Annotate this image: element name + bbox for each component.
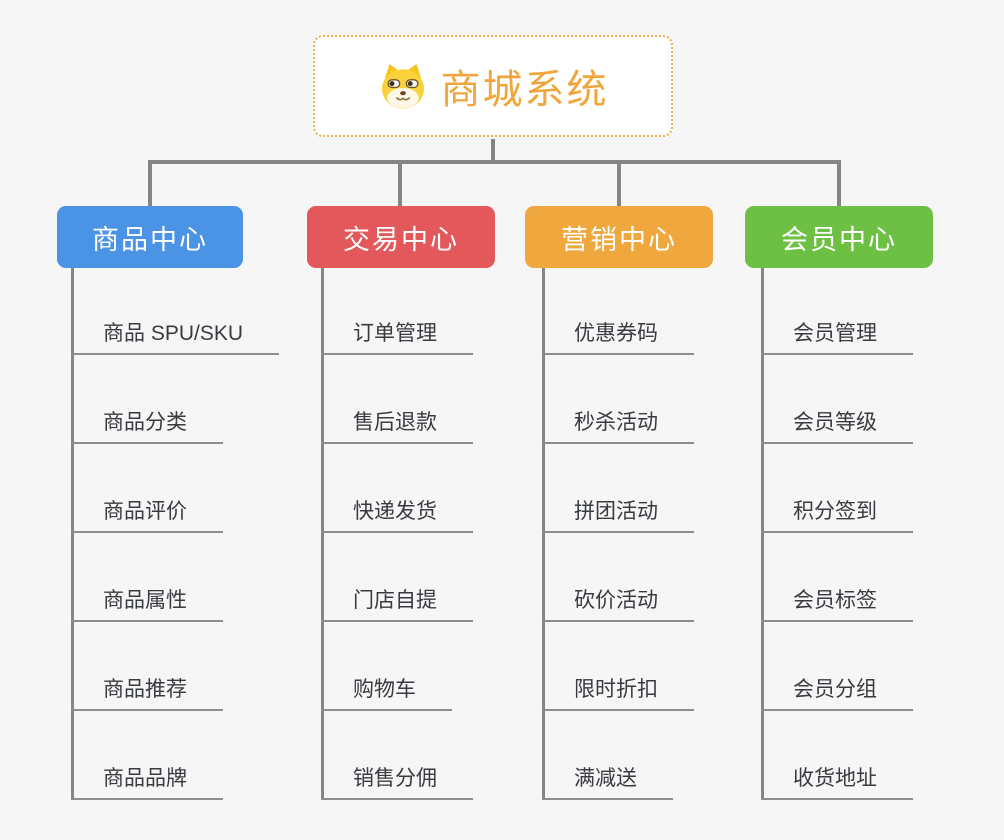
branch-label: 商品中心: [92, 224, 208, 255]
leaf-node-member-group[interactable]: 会员分组: [761, 677, 913, 711]
leaf-node-product-spu-sku[interactable]: 商品 SPU/SKU: [71, 321, 280, 355]
connector-drop-branch-1: [148, 160, 152, 206]
leaf-node-bargain[interactable]: 砍价活动: [542, 588, 694, 622]
leaf-node-member-management[interactable]: 会员管理: [761, 321, 913, 355]
leaf-node-coupon-code[interactable]: 优惠券码: [542, 321, 694, 355]
leaf-node-store-pickup[interactable]: 门店自提: [321, 588, 473, 622]
branch-node-member-center[interactable]: 会员中心: [745, 206, 933, 268]
connector-trunk-branch-1: [71, 268, 74, 800]
connector-trunk-branch-4: [761, 268, 764, 800]
leaf-node-member-tag[interactable]: 会员标签: [761, 588, 913, 622]
leaf-node-product-attr[interactable]: 商品属性: [71, 588, 223, 622]
leaf-node-express-shipping[interactable]: 快递发货: [321, 499, 473, 533]
root-node-title: 商城系统: [440, 68, 609, 112]
connector-root-stub: [491, 139, 495, 160]
connector-horizontal: [148, 160, 841, 164]
branch-label: 交易中心: [343, 224, 459, 255]
leaf-node-product-recommend[interactable]: 商品推荐: [71, 677, 223, 711]
leaf-node-after-sale-refund[interactable]: 售后退款: [321, 410, 473, 444]
leaf-node-flash-sale[interactable]: 秒杀活动: [542, 410, 694, 444]
branch-label: 会员中心: [781, 224, 897, 255]
connector-drop-branch-4: [837, 160, 841, 206]
doge-icon: [381, 63, 424, 109]
leaf-node-group-buy[interactable]: 拼团活动: [542, 499, 694, 533]
leaf-node-full-reduction[interactable]: 满减送: [542, 766, 673, 800]
connector-trunk-branch-2: [321, 268, 324, 800]
leaf-node-product-review[interactable]: 商品评价: [71, 499, 223, 533]
root-node-mall-system[interactable]: 商城系统: [313, 35, 673, 137]
leaf-node-order-management[interactable]: 订单管理: [321, 321, 473, 355]
leaf-node-limited-discount[interactable]: 限时折扣: [542, 677, 694, 711]
connector-drop-branch-3: [617, 160, 621, 206]
connector-trunk-branch-3: [542, 268, 545, 800]
leaf-node-shipping-address[interactable]: 收货地址: [761, 766, 913, 800]
leaf-node-points-checkin[interactable]: 积分签到: [761, 499, 913, 533]
leaf-node-shopping-cart[interactable]: 购物车: [321, 677, 452, 711]
leaf-node-sales-commission[interactable]: 销售分佣: [321, 766, 473, 800]
branch-label: 营销中心: [561, 224, 677, 255]
branch-node-marketing-center[interactable]: 营销中心: [525, 206, 713, 268]
leaf-node-product-brand[interactable]: 商品品牌: [71, 766, 223, 800]
leaf-node-product-category[interactable]: 商品分类: [71, 410, 223, 444]
branch-node-product-center[interactable]: 商品中心: [57, 206, 243, 268]
branch-node-trade-center[interactable]: 交易中心: [307, 206, 495, 268]
leaf-node-member-level[interactable]: 会员等级: [761, 410, 913, 444]
connector-drop-branch-2: [398, 160, 402, 206]
